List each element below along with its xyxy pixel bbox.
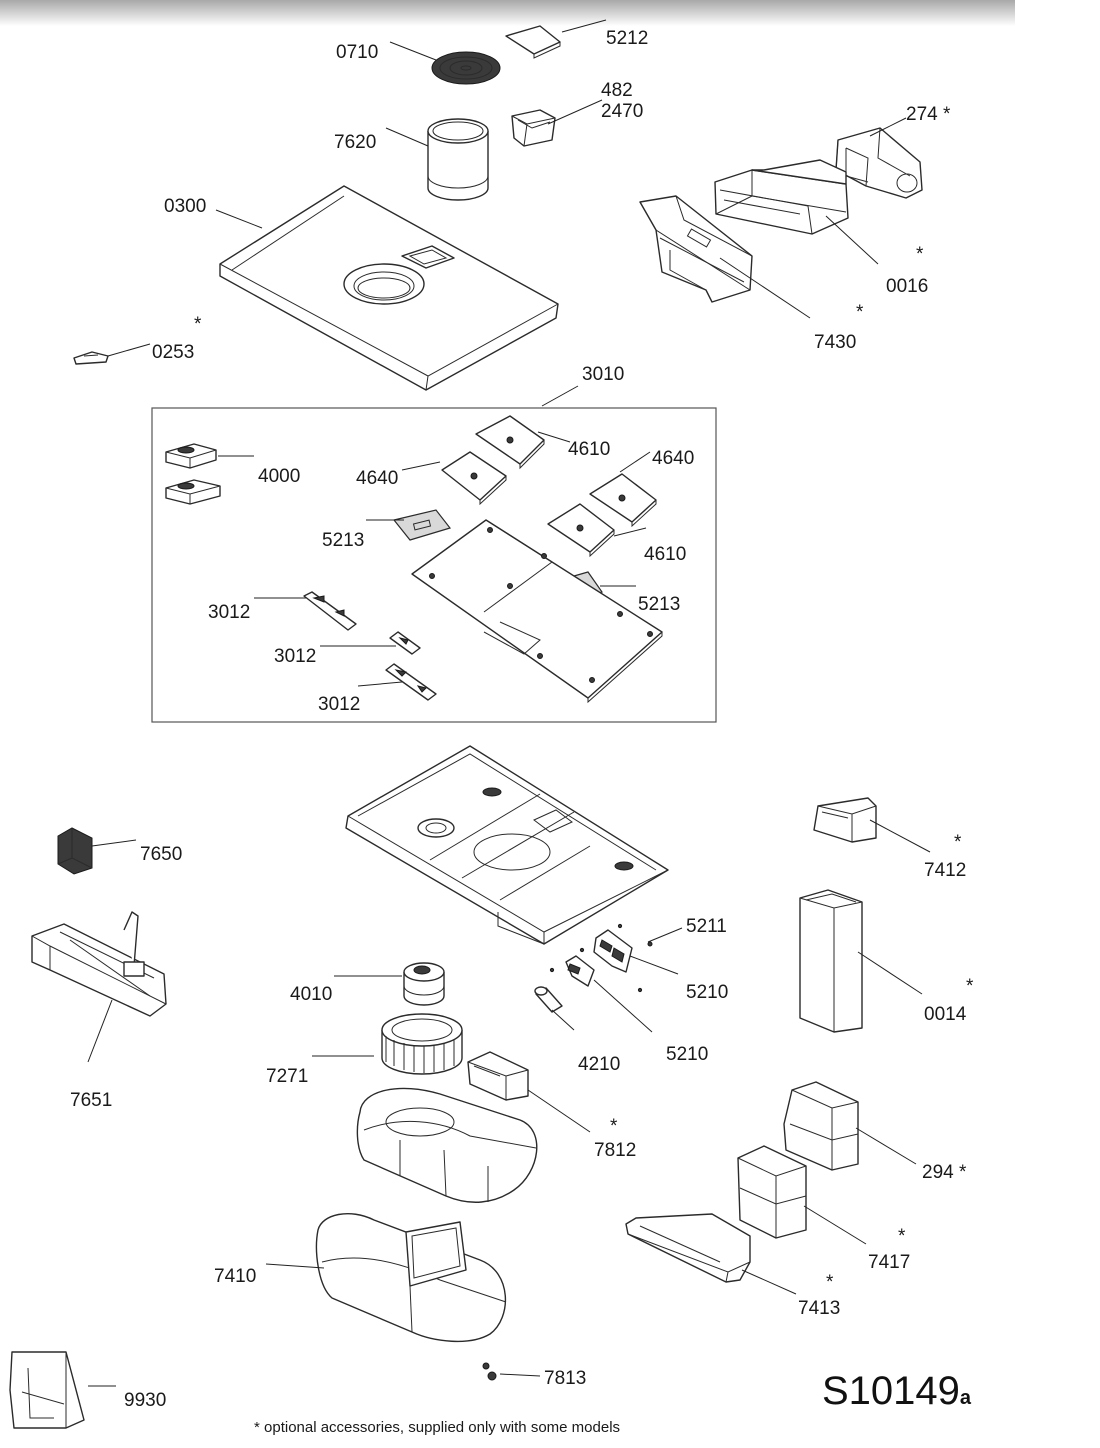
part-7410-fan-housing-lower [315, 1213, 507, 1343]
label-5210-a: 5210 [686, 982, 728, 1003]
part-274-duct-elbow [835, 127, 923, 199]
label-0253: 0253 [152, 342, 194, 363]
asterisk-7430: * [856, 302, 864, 323]
part-5213-board-1 [392, 509, 452, 541]
label-7813: 7813 [544, 1368, 586, 1389]
label-4210: 4210 [578, 1054, 620, 1075]
label-4010: 4010 [290, 984, 332, 1005]
label-4640-a: 4640 [652, 448, 694, 469]
part-3012-strip-3 [385, 663, 437, 701]
label-7417: 7417 [868, 1252, 910, 1273]
label-3012-c: 3012 [318, 694, 360, 715]
top-shading [0, 0, 1015, 26]
part-chassis [345, 745, 669, 945]
part-5210-board-2 [565, 955, 595, 987]
part-3012-strip-2 [389, 631, 421, 655]
part-7813-screws [482, 1362, 497, 1381]
label-7812: 7812 [594, 1140, 636, 1161]
part-4610-pad-2 [547, 503, 615, 558]
label-0300: 0300 [164, 196, 206, 217]
label-7430: 7430 [814, 332, 856, 353]
label-3012-b: 3012 [274, 646, 316, 667]
diagram-code-suffix: a [960, 1387, 972, 1409]
part-7650-block [57, 827, 93, 875]
part-3010-main-board [411, 519, 663, 704]
asterisk-0014: * [966, 976, 974, 997]
part-294-duct [783, 1081, 859, 1171]
label-4640-b: 4640 [356, 468, 398, 489]
footnote: * optional accessories, supplied only wi… [254, 1419, 620, 1436]
label-9930: 9930 [124, 1390, 166, 1411]
part-labels: 0710 5212 482 2470 7620 274 * 0300 * 001… [70, 28, 974, 1411]
label-2470: 2470 [601, 101, 643, 122]
part-7812-connector [467, 1051, 529, 1101]
label-0014: 0014 [924, 1004, 967, 1025]
label-274: 274 * [906, 104, 951, 125]
part-4640-pad-1 [441, 451, 507, 506]
part-7430-duct-adapter [639, 195, 753, 303]
label-5210-b: 5210 [666, 1044, 708, 1065]
part-7412-elbow [813, 797, 877, 843]
label-5212: 5212 [606, 28, 648, 49]
part-3012-strip-1 [303, 591, 357, 631]
part-4640-pad-2 [589, 473, 657, 528]
part-0016-duct [714, 159, 849, 235]
part-4000-control-units [165, 443, 221, 505]
asterisk-7413: * [826, 1272, 834, 1293]
part-7417-duct [737, 1145, 807, 1239]
label-7271: 7271 [266, 1066, 308, 1087]
part-7413-flat-duct [625, 1213, 751, 1283]
part-0300-hob-top [219, 185, 559, 391]
label-7413: 7413 [798, 1298, 840, 1319]
label-3012-a: 3012 [208, 602, 250, 623]
label-7410: 7410 [214, 1266, 256, 1287]
group-frame-3010 [151, 407, 717, 723]
label-294: 294 * [922, 1162, 967, 1183]
label-4000: 4000 [258, 466, 300, 487]
part-7271-impeller [381, 1013, 463, 1075]
part-fan-housing-upper [356, 1087, 538, 1203]
label-4610-b: 4610 [644, 544, 686, 565]
part-482-box [511, 109, 556, 147]
part-5211-screw [549, 923, 653, 993]
label-7620: 7620 [334, 132, 376, 153]
label-4610-a: 4610 [568, 439, 610, 460]
part-0710-filter [431, 51, 501, 85]
part-4610-pad-1 [475, 415, 545, 470]
label-7412: 7412 [924, 860, 966, 881]
label-0016: 0016 [886, 276, 928, 297]
asterisk-0253: * [194, 314, 202, 335]
asterisk-7417: * [898, 1226, 906, 1247]
asterisk-7412: * [954, 832, 962, 853]
leader-lines [87, 19, 931, 1387]
part-5210-board-1 [593, 929, 633, 973]
diagram-code: S10149a [822, 1369, 972, 1413]
asterisk-0016: * [916, 244, 924, 265]
label-5211: 5211 [686, 916, 727, 937]
part-0253-clip [73, 351, 109, 365]
label-5213-a: 5213 [322, 530, 364, 551]
label-0710: 0710 [336, 42, 378, 63]
part-9930-pack [9, 1351, 85, 1429]
part-4010-motor [403, 962, 445, 1006]
label-482: 482 [601, 80, 633, 101]
part-7651-duct-assembly [31, 911, 167, 1017]
label-7651: 7651 [70, 1090, 112, 1111]
label-7650: 7650 [140, 844, 182, 865]
label-3010: 3010 [582, 364, 624, 385]
asterisk-7812: * [610, 1116, 618, 1137]
part-7620-cylinder [427, 118, 489, 201]
part-4210-capacitor [534, 986, 563, 1013]
label-5213-b: 5213 [638, 594, 680, 615]
part-0014-vertical-duct [799, 889, 863, 1033]
part-5212-plate [505, 25, 561, 59]
